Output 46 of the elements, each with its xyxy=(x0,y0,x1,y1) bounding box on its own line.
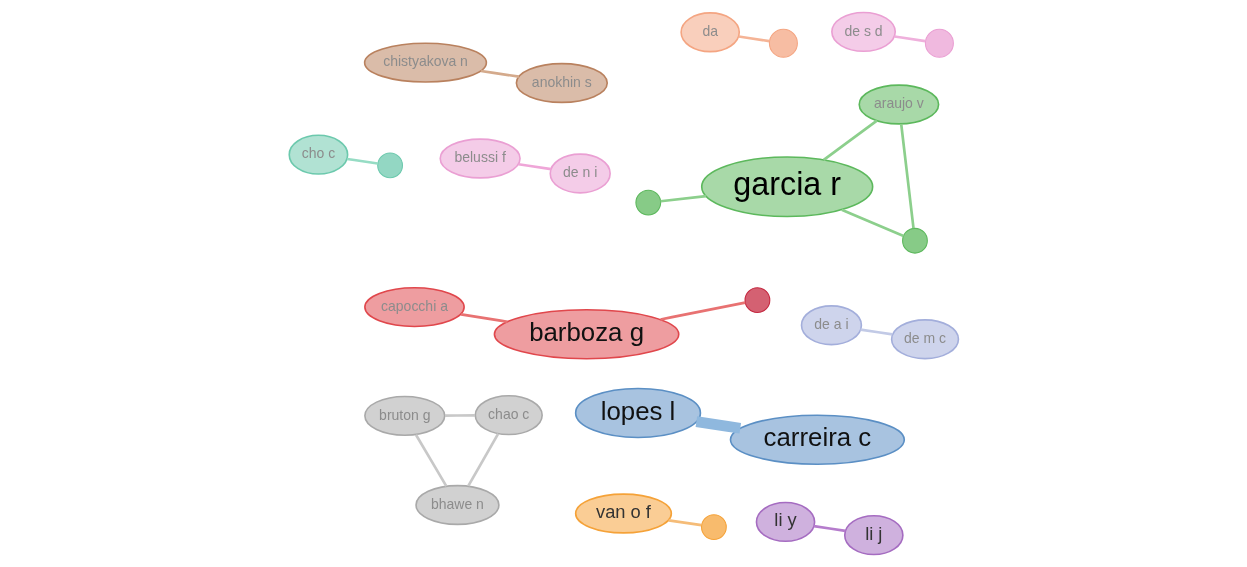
node-ellipse: van o f xyxy=(574,493,672,534)
node-ellipse: li y xyxy=(755,501,815,543)
node-circle xyxy=(768,28,798,58)
connector xyxy=(822,119,878,161)
connector xyxy=(893,35,925,43)
connector xyxy=(840,208,904,238)
connector xyxy=(659,301,745,321)
connector xyxy=(899,123,915,229)
node-circle xyxy=(744,287,770,314)
connector xyxy=(813,524,846,533)
node-ellipse: lopes l xyxy=(574,387,701,439)
connector xyxy=(480,69,519,78)
node-ellipse: belussi f xyxy=(438,138,521,179)
connector xyxy=(738,35,769,43)
node-ellipse: de s d xyxy=(830,11,896,53)
node-ellipse: araujo v xyxy=(857,84,939,125)
connector xyxy=(659,194,706,203)
connector xyxy=(695,416,741,434)
node-ellipse: chistyakova n xyxy=(363,42,487,83)
node-ellipse: bhawe n xyxy=(414,484,500,526)
node-ellipse: capocchi a xyxy=(363,286,465,328)
node-ellipse: de n i xyxy=(548,153,611,194)
connector xyxy=(444,414,475,417)
node-ellipse: li j xyxy=(843,514,904,556)
node-ellipse: carreira c xyxy=(729,414,905,466)
node-ellipse: barboza g xyxy=(493,308,680,360)
connector xyxy=(414,434,447,487)
node-ellipse: garcia r xyxy=(700,156,873,218)
node-ellipse: chao c xyxy=(474,394,543,436)
node-circle xyxy=(376,152,403,179)
node-circle xyxy=(901,227,928,254)
node-ellipse: bruton g xyxy=(363,395,445,436)
node-circle xyxy=(924,28,954,58)
connector xyxy=(859,328,893,336)
node-ellipse: da xyxy=(679,12,740,53)
connector xyxy=(460,313,508,324)
node-circle xyxy=(700,514,727,540)
connector xyxy=(667,518,702,527)
connector xyxy=(466,432,499,487)
node-ellipse: cho c xyxy=(287,134,348,175)
node-ellipse: de m c xyxy=(890,319,959,360)
node-ellipse: de a i xyxy=(800,305,862,346)
connector xyxy=(517,162,551,171)
connector xyxy=(346,157,378,165)
node-circle xyxy=(634,189,661,216)
node-ellipse: anokhin s xyxy=(515,62,608,104)
